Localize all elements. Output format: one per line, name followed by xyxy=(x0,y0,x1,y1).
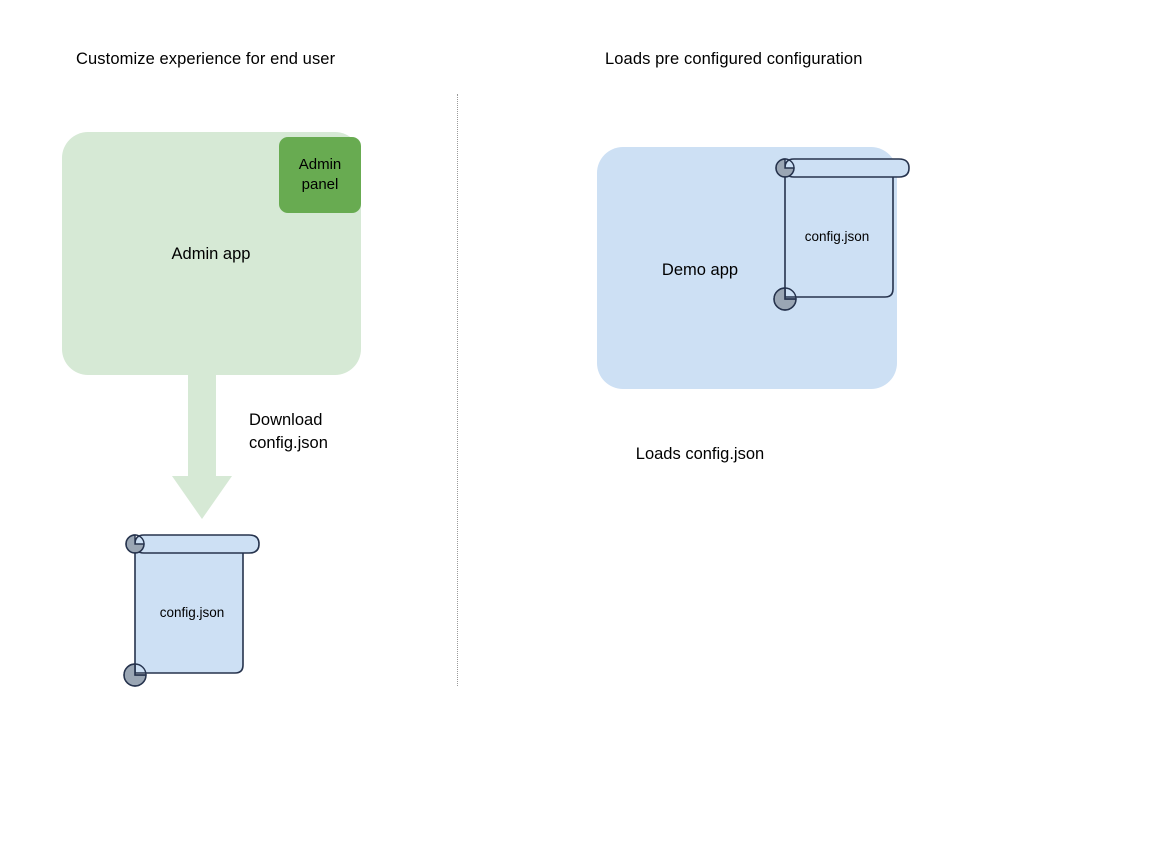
download-arrow-label-line1: Download xyxy=(249,411,323,429)
loads-config-caption: Loads config.json xyxy=(635,445,765,463)
admin-panel-label-line2: panel xyxy=(301,175,339,193)
config-file-right-label: config.json xyxy=(804,229,870,244)
download-arrow-label: Download config.json xyxy=(249,409,328,456)
admin-panel-box[interactable] xyxy=(279,137,361,213)
admin-panel-label: Admin panel xyxy=(299,155,342,195)
config-file-left[interactable] xyxy=(118,524,268,692)
heading-left: Customize experience for end user xyxy=(76,50,336,68)
vertical-dotted-divider xyxy=(457,94,458,686)
admin-panel-label-line1: Admin xyxy=(298,156,342,173)
config-file-right[interactable] xyxy=(768,148,918,316)
download-arrow-label-line2: config.json xyxy=(249,434,328,453)
heading-right: Loads pre configured configuration xyxy=(605,50,863,68)
demo-app-label: Demo app xyxy=(661,261,739,279)
download-arrow-icon xyxy=(172,372,232,519)
admin-app-label: Admin app xyxy=(171,245,251,263)
config-file-left-label: config.json xyxy=(159,605,225,620)
